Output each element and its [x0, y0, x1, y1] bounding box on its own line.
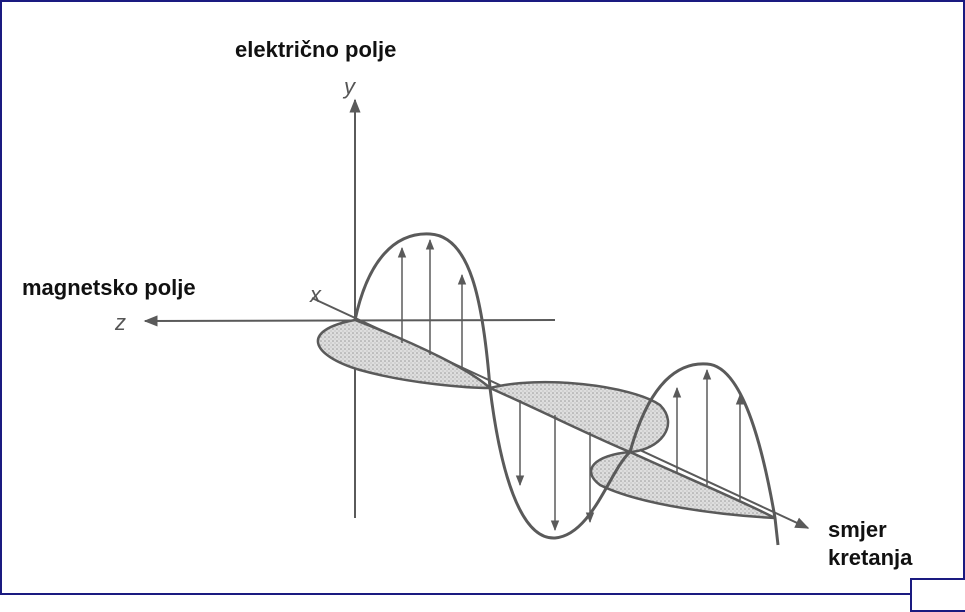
magnetic-wave-lobe-2 [486, 380, 670, 454]
z-axis-label: z [114, 310, 126, 335]
electric-field-vectors-down [515, 400, 595, 532]
electric-wave-curve [353, 232, 780, 546]
electric-field-vectors-up-2 [672, 368, 745, 500]
magnetic-field-label: magnetsko polje [22, 275, 196, 300]
magnetic-wave-lobe-1 [316, 318, 494, 390]
x-axis-label: x [309, 282, 322, 307]
electric-field-vectors-up-1 [397, 238, 467, 370]
electric-field-label: električno polje [235, 37, 396, 62]
magnetic-wave-lobe-3 [589, 450, 776, 520]
direction-label-line1: smjer [828, 517, 887, 542]
y-axis-label: y [342, 74, 357, 99]
corner-frame-box [910, 578, 965, 612]
electromagnetic-wave-diagram: električno polje magnetsko polje smjer k… [22, 37, 913, 570]
diagram-frame [0, 0, 965, 595]
direction-label-line2: kretanja [828, 545, 913, 570]
